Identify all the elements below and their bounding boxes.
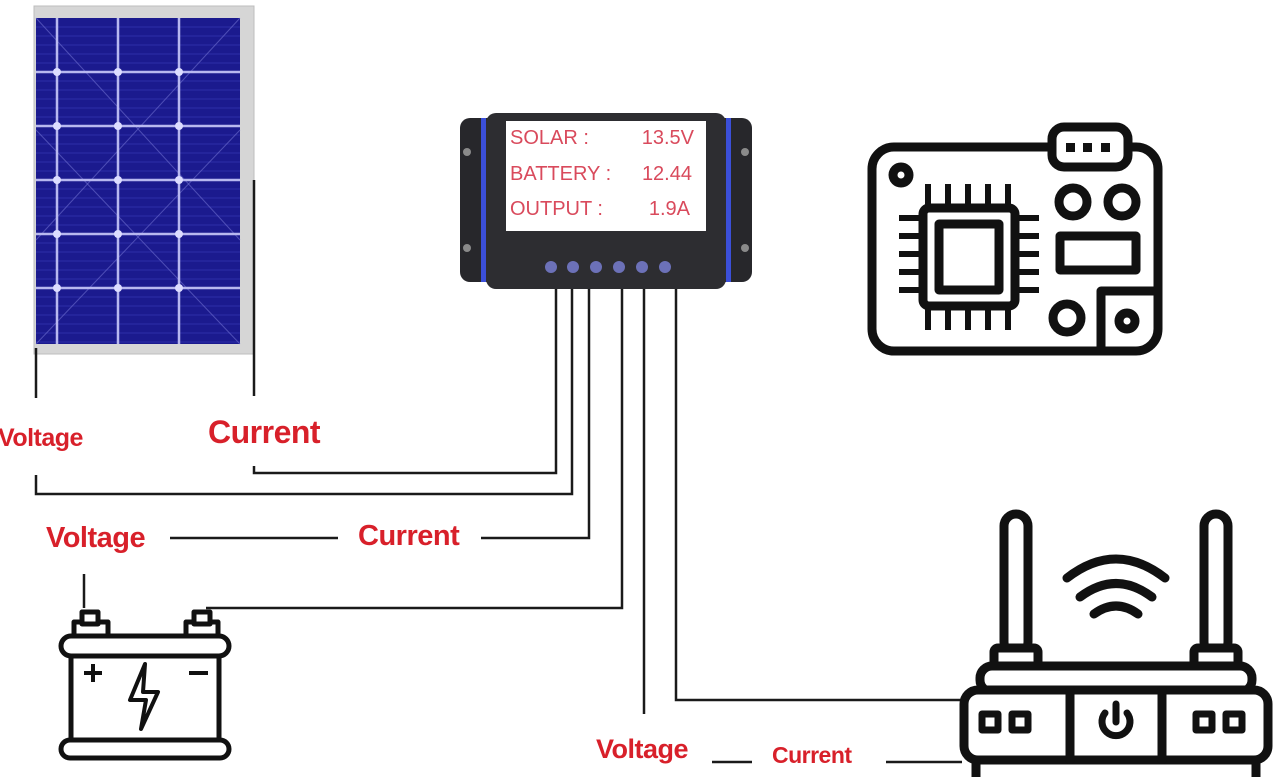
cell-junction — [175, 230, 183, 238]
mount-hole — [463, 244, 471, 252]
cell-junction — [175, 176, 183, 184]
cell-junction — [175, 284, 183, 292]
terminal-3 — [590, 261, 602, 273]
cell-junction — [114, 284, 122, 292]
wire-solar-current — [252, 286, 558, 475]
wires — [34, 180, 962, 764]
cell-junction — [114, 68, 122, 76]
board-hole — [1114, 308, 1140, 334]
capacitor — [1103, 183, 1141, 221]
cell-junction — [53, 176, 61, 184]
component-block — [1055, 231, 1141, 275]
cell-junction — [175, 68, 183, 76]
mount-hole — [741, 244, 749, 252]
antenna-right — [1199, 509, 1233, 659]
cell-junction — [53, 230, 61, 238]
display-label-output: OUTPUT : — [510, 198, 603, 220]
controller-display: SOLAR : 13.5V BATTERY : 12.44 OUTPUT : 1… — [506, 121, 706, 231]
label-load-voltage: Voltage — [596, 734, 689, 764]
capacitor — [1054, 183, 1092, 221]
solar-cell-grid — [35, 17, 241, 345]
power-icon — [1098, 700, 1134, 740]
wire-load-current — [674, 270, 962, 702]
wire-battery-negative — [206, 270, 624, 610]
panel-reflection — [35, 17, 241, 241]
chip-core — [934, 219, 1004, 295]
capacitor — [1048, 299, 1086, 337]
label-load-current: Current — [772, 742, 852, 768]
label-battery-voltage: Voltage — [46, 522, 146, 554]
cell-junction — [114, 230, 122, 238]
cell-junction — [53, 68, 61, 76]
terminal-1 — [545, 261, 557, 273]
port-leds — [978, 710, 1246, 734]
terminal-4 — [613, 261, 625, 273]
wifi-router — [959, 509, 1273, 777]
wire-battery-current — [481, 282, 591, 540]
cell-junction — [175, 122, 183, 130]
battery — [58, 609, 232, 761]
label-battery-current: Current — [358, 520, 460, 552]
microcontroller-board — [867, 122, 1163, 356]
display-value-battery: 12.44 — [641, 163, 692, 185]
display-value-output: 1.9A — [648, 198, 690, 220]
label-solar-current: Current — [208, 414, 321, 450]
terminal-6 — [659, 261, 671, 273]
cell-junction — [114, 122, 122, 130]
antenna-left — [999, 509, 1033, 659]
display-label-solar: SOLAR : — [510, 127, 589, 149]
cell-junction — [114, 176, 122, 184]
lightning-icon — [128, 662, 160, 731]
label-solar-voltage: Voltage — [0, 424, 83, 452]
cell-junction — [53, 122, 61, 130]
terminals — [545, 261, 671, 273]
wire-solar-voltage — [34, 270, 574, 496]
display-label-battery: BATTERY : — [510, 163, 612, 185]
board-hole — [888, 162, 914, 188]
wifi-icon — [1062, 554, 1170, 619]
mount-hole — [741, 148, 749, 156]
cell-junction — [53, 284, 61, 292]
panel-reflection — [35, 129, 241, 345]
display-value-solar: 13.5V — [641, 127, 694, 149]
terminal-5 — [636, 261, 648, 273]
solar-panel — [33, 5, 255, 355]
plus-icon — [84, 664, 102, 682]
terminal-2 — [567, 261, 579, 273]
mount-hole — [463, 148, 471, 156]
